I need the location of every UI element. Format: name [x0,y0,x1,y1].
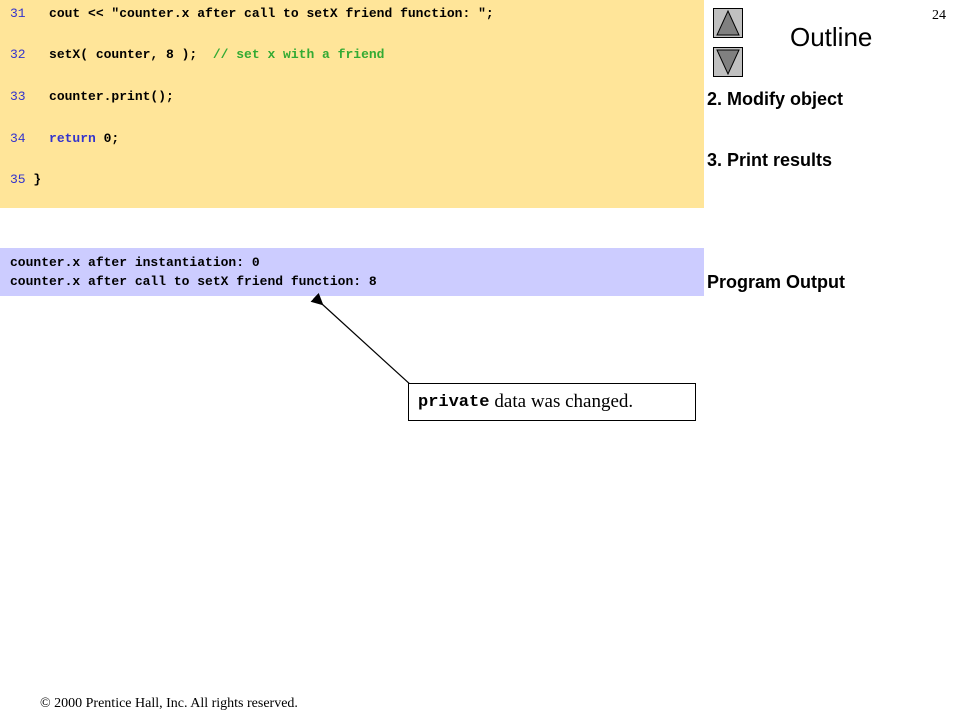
output-line-1: counter.x after instantiation: 0 [10,255,260,270]
callout-text: data was changed. [494,391,634,412]
code-text: cout << "counter.x after call to setX fr… [25,6,494,21]
line-number: 33 [10,89,26,104]
code-text: 0; [95,131,120,146]
outline-item-print-results[interactable]: 3. Print results [707,150,833,170]
line-number: 35 [10,172,26,187]
line-number: 31 [10,6,26,21]
callout-box: private data was changed. [408,383,696,421]
down-arrow-icon [716,49,740,75]
code-comment: // set x with a friend [212,47,385,62]
code-keyword: return [49,131,96,146]
outline-title: Outline [790,22,873,52]
code-text: counter.print(); [25,89,174,104]
copyright-notice: © 2000 Prentice Hall, Inc. All rights re… [40,696,298,711]
program-output-panel: counter.x after instantiation: 0 counter… [0,248,704,296]
line-number: 34 [10,131,26,146]
outline-item-modify-object[interactable]: 2. Modify object [707,89,844,109]
code-line: 32 setX( counter, 8 ); // set x with a f… [10,45,384,65]
outline-item-program-output[interactable]: Program Output [707,272,845,292]
code-text: setX( counter, 8 ); [25,47,213,62]
code-line: 34 return 0; [10,129,119,149]
code-panel: 31 cout << "counter.x after call to setX… [0,0,704,208]
code-text: } [25,172,42,187]
code-line: 35 } [10,170,41,190]
up-arrow-icon [716,10,740,36]
output-line-2: counter.x after call to setX friend func… [10,274,377,289]
callout-keyword: private [418,392,490,412]
code-line: 33 counter.print(); [10,87,174,107]
line-number: 32 [10,47,26,62]
page-number: 24 [932,8,946,23]
code-line: 31 cout << "counter.x after call to setX… [10,4,494,24]
next-slide-button[interactable] [713,47,743,77]
previous-slide-button[interactable] [713,8,743,38]
